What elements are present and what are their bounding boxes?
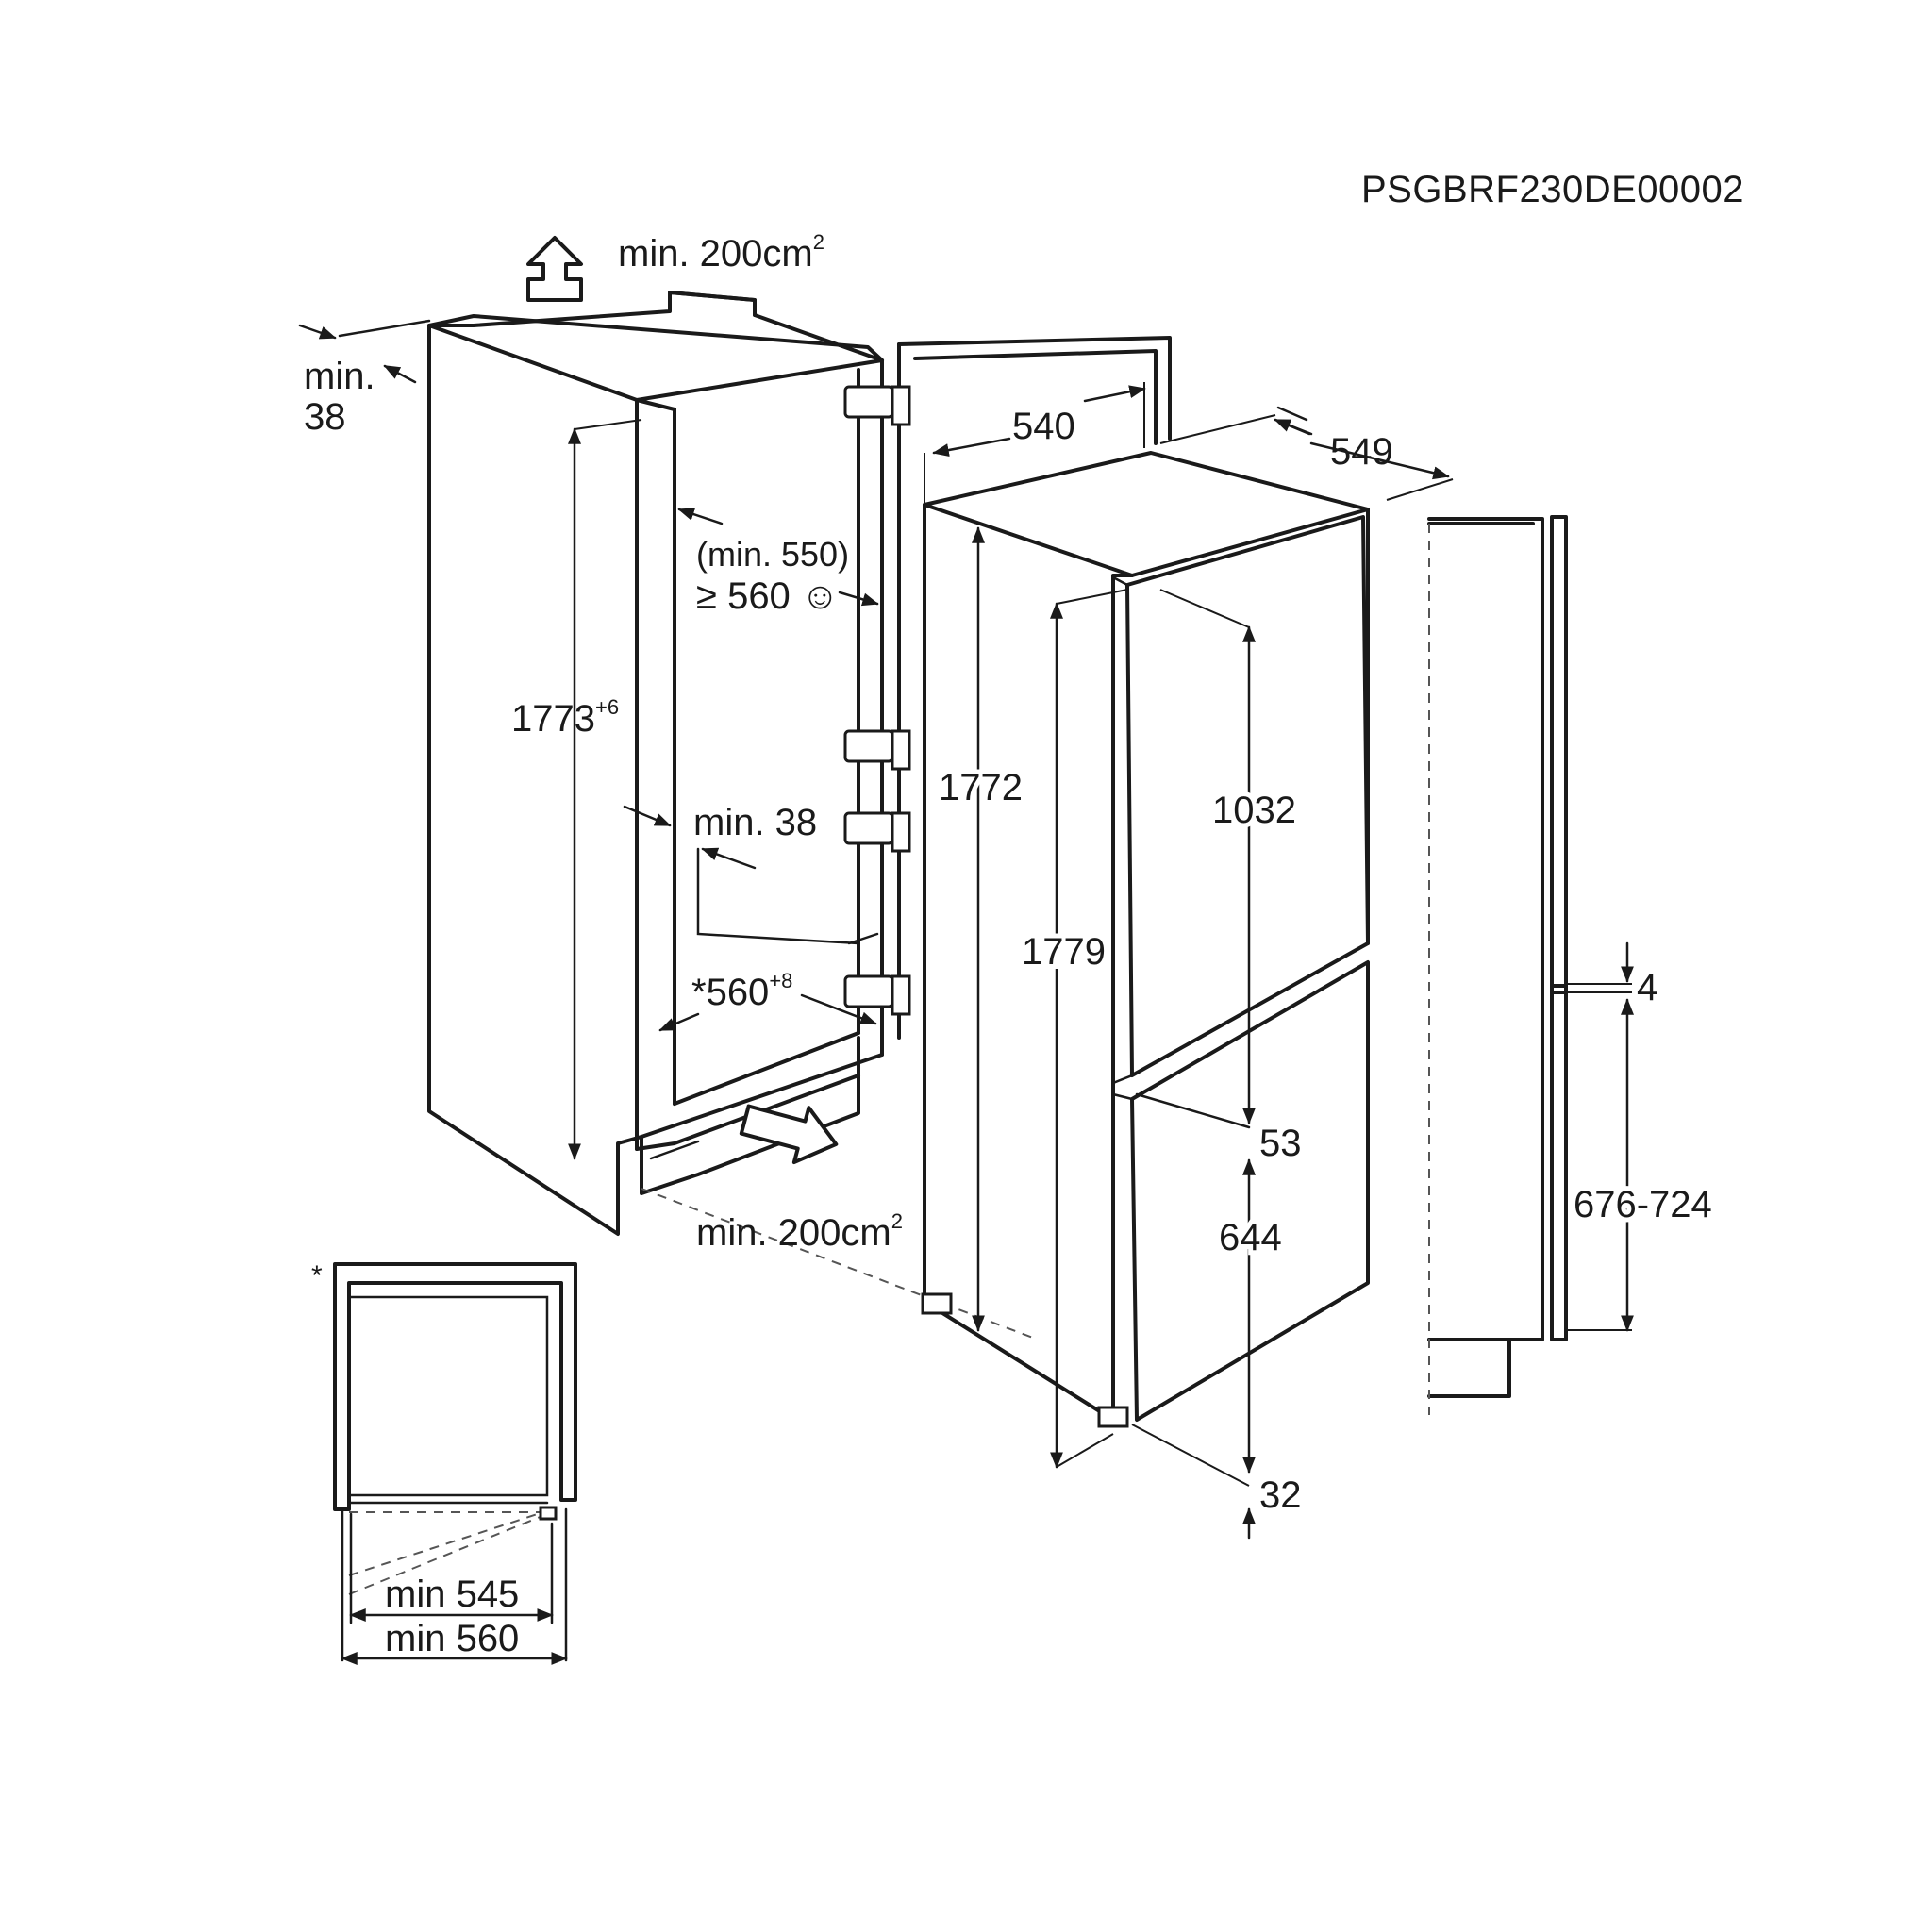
rear-gap-label: min. 38 [693, 802, 817, 843]
back-gap-label-line1: min. [304, 356, 375, 397]
decor-panel-side [1427, 515, 1634, 1415]
body-height-label: 1772 [939, 767, 1023, 808]
niche-width-label: *560+8 [691, 969, 792, 1013]
niche-dimension-lines [298, 319, 1039, 1341]
vent-bottom-label: min. 200cm2 [696, 1209, 903, 1254]
hinge-icon [843, 811, 894, 845]
plan-view [333, 1262, 577, 1665]
hinge-icon [843, 385, 894, 419]
vent-top-arrow-icon [526, 236, 583, 302]
appliance-depth-label: 549 [1330, 431, 1393, 473]
hinge-icon [843, 974, 894, 1008]
panel-height-label: 676-724 [1574, 1184, 1712, 1225]
hinge-icon [843, 729, 894, 763]
overall-height-label: 1779 [1022, 931, 1106, 973]
upper-door-height-label: 1032 [1212, 790, 1296, 831]
furniture-door [891, 336, 1172, 1040]
appliance-width-label: 540 [1012, 406, 1075, 447]
niche-height-label: 1773+6 [511, 695, 619, 740]
bottom-offset-label: 32 [1259, 1474, 1302, 1516]
niche-cabinet [427, 291, 894, 1236]
drawing-code: PSGBRF230DE00002 [1361, 169, 1744, 210]
appliance-body [921, 451, 1370, 1428]
appliance-dimension-lines [924, 382, 1454, 1540]
depth-min-note: (min. 550) [696, 535, 849, 574]
depth-recommended: ≥ 560 ☺ [696, 575, 840, 617]
lower-door-height-label: 644 [1219, 1217, 1282, 1258]
door-gap-label: 53 [1259, 1123, 1302, 1164]
footnote-marker: * [311, 1260, 323, 1291]
plan-min-560-label: min 560 [385, 1618, 519, 1659]
panel-gap-label: 4 [1637, 967, 1657, 1008]
plan-min-545-label: min 545 [385, 1574, 519, 1615]
vent-bottom-arrow-icon [739, 1104, 839, 1165]
vent-top-label: min. 200cm2 [618, 230, 824, 275]
back-gap-label-line2: 38 [304, 396, 346, 438]
